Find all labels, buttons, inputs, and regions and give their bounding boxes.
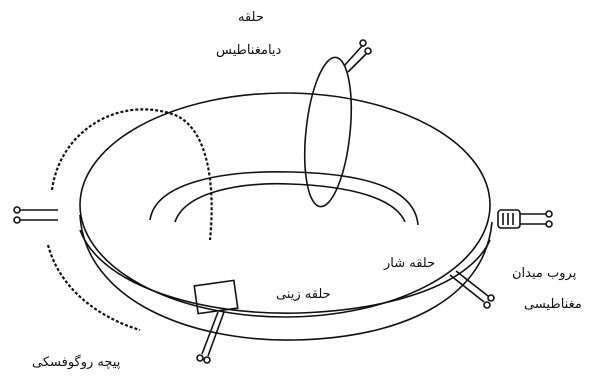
saddle-loop (194, 280, 238, 363)
saddle-loop-label: حلقه زینی (276, 287, 331, 303)
rogowski-coil-lower (48, 245, 140, 330)
diamagnetic-loop-ring (298, 55, 357, 209)
probe-body (498, 210, 520, 228)
rogowski-label: پیچه روگوفسکی (32, 355, 120, 371)
probe-terminal-2 (546, 221, 552, 227)
magnetic-probe (498, 210, 552, 228)
probe-terminal-1 (546, 211, 552, 217)
rogowski-coil-upper (52, 109, 212, 240)
diamagnetic-label-line2: دیامغناطیس (216, 43, 281, 59)
saddle-loop-box (194, 280, 238, 313)
probe-label-line1: پروب میدان (512, 266, 576, 282)
flux-loop-label: حلقه شار (384, 256, 435, 272)
saddle-terminal-2 (204, 357, 210, 363)
diamagnetic-terminal-1 (360, 40, 366, 46)
torus-outer-lower (80, 215, 492, 340)
rogowski-leads (14, 207, 58, 223)
torus-outer-top (80, 93, 490, 317)
flux-terminal-1 (484, 302, 490, 308)
diamagnetic-label-line1: حلقه (238, 10, 264, 26)
probe-label-line2: مغناطیسی (524, 297, 582, 313)
rogowski-terminal-1 (14, 207, 20, 213)
saddle-terminal-1 (197, 355, 203, 361)
torus-inner-hole-bottom (175, 184, 405, 222)
flux-loop-lead (450, 271, 494, 308)
rogowski-terminal-2 (14, 217, 20, 223)
diamagnetic-lead-2 (348, 54, 366, 72)
diamagnetic-loop (298, 40, 371, 209)
flux-terminal-2 (488, 295, 494, 301)
diamagnetic-terminal-2 (365, 48, 371, 54)
diamagnetic-lead-1 (344, 46, 362, 66)
